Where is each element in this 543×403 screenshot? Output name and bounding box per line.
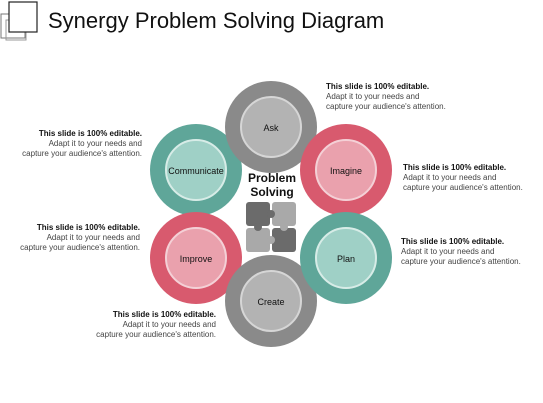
callout-improve: This slide is 100% editable. Adapt it to… — [20, 223, 140, 253]
callout-create: This slide is 100% editable. Adapt it to… — [96, 310, 216, 340]
callout-communicate-body: Adapt it to your needs and capture your … — [22, 139, 142, 158]
callout-create-body: Adapt it to your needs and capture your … — [96, 320, 216, 339]
callout-imagine: This slide is 100% editable. Adapt it to… — [403, 163, 523, 193]
ask-inner — [240, 96, 302, 158]
label-create: Create — [257, 297, 284, 307]
callout-ask-head: This slide is 100% editable. — [326, 82, 430, 91]
improve-inner — [165, 227, 227, 289]
logo-squares-icon — [0, 1, 38, 41]
plan-inner — [315, 227, 377, 289]
callout-improve-head: This slide is 100% editable. — [36, 223, 140, 232]
puzzle-icon — [246, 202, 296, 252]
node-improve — [150, 212, 242, 304]
label-improve: Improve — [180, 254, 213, 264]
callout-plan-head: This slide is 100% editable. — [401, 237, 505, 246]
node-ask — [225, 81, 317, 173]
label-imagine: Imagine — [330, 166, 362, 176]
create-inner — [240, 270, 302, 332]
page-title: Synergy Problem Solving Diagram — [48, 8, 385, 33]
center-label: Problem Solving — [247, 171, 296, 199]
callout-create-head: This slide is 100% editable. — [112, 310, 216, 319]
callout-ask: This slide is 100% editable. Adapt it to… — [326, 82, 446, 112]
communicate-inner — [165, 139, 227, 201]
callout-imagine-head: This slide is 100% editable. — [403, 163, 507, 172]
callout-imagine-body: Adapt it to your needs and capture your … — [403, 173, 523, 192]
node-create — [225, 255, 317, 347]
callout-communicate-head: This slide is 100% editable. — [38, 129, 142, 138]
callout-communicate: This slide is 100% editable. Adapt it to… — [22, 129, 142, 159]
label-communicate: Communicate — [168, 166, 224, 176]
node-imagine — [300, 124, 392, 216]
node-plan — [300, 212, 392, 304]
callout-improve-body: Adapt it to your needs and capture your … — [20, 233, 140, 252]
imagine-inner — [315, 139, 377, 201]
label-plan: Plan — [337, 254, 355, 264]
callout-ask-body: Adapt it to your needs and capture your … — [326, 92, 446, 111]
callout-plan-body: Adapt it to your needs and capture your … — [401, 247, 521, 266]
node-communicate — [150, 124, 242, 216]
callout-plan: This slide is 100% editable. Adapt it to… — [401, 237, 521, 267]
label-ask: Ask — [263, 123, 279, 133]
